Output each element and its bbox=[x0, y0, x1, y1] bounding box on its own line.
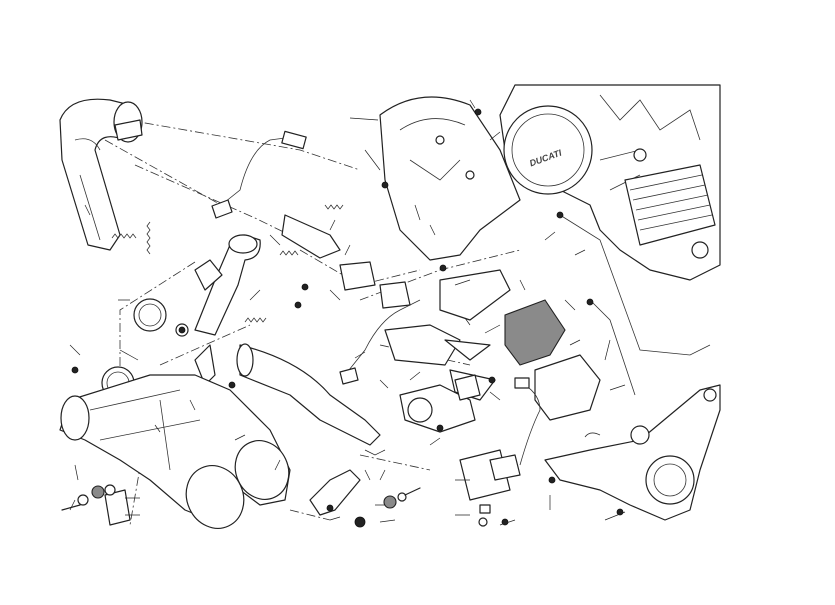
fasteners bbox=[61, 108, 624, 528]
exhaust-valve-servo bbox=[459, 377, 541, 501]
oxygen-sensor-lower bbox=[339, 299, 421, 385]
springs-left bbox=[111, 204, 344, 323]
engine-block: DUCATI bbox=[499, 84, 721, 281]
bolt-stack-center bbox=[326, 487, 421, 528]
center-heat-shields bbox=[384, 269, 511, 401]
clutch-cover bbox=[503, 105, 593, 195]
control-cables bbox=[559, 214, 711, 438]
bolt-stack-left bbox=[61, 484, 116, 511]
oil-cooler bbox=[624, 164, 716, 246]
vertical-head-pipe bbox=[59, 98, 143, 251]
brackets bbox=[104, 259, 361, 526]
bolt-stack-servo bbox=[478, 504, 491, 527]
horizontal-head-pipe bbox=[194, 214, 411, 446]
exhaust-valve bbox=[399, 374, 481, 433]
rear-heat-shield bbox=[379, 96, 521, 261]
frame-bracket bbox=[544, 384, 721, 521]
leader-lines bbox=[69, 99, 626, 526]
silencer-assembly bbox=[59, 374, 291, 529]
oxygen-sensor-upper bbox=[211, 130, 307, 219]
dark-heat-shield bbox=[504, 299, 601, 421]
